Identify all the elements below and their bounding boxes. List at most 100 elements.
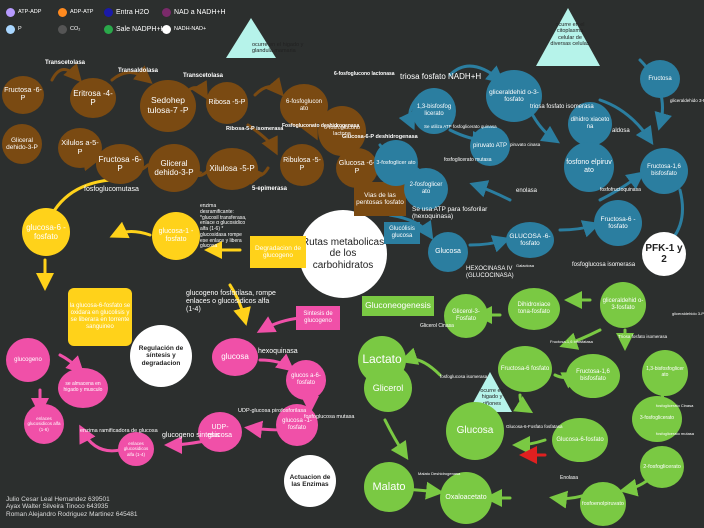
gluconeo-node: Dihidroxiace tona-fosfato <box>508 288 560 330</box>
gluconeo-node: Fructosa-1,6 bisfosfato <box>566 354 620 398</box>
pentose-node: Fructosa -6-P <box>96 144 144 184</box>
glycogen-synth-label: fosfoglucosa mutasa <box>304 414 355 420</box>
gluconeo-enzyme-label: gliceraldehido 3-P deshidrogenasa <box>672 311 704 316</box>
glycogen-synth-box: Sintesis de glucogeno <box>296 306 340 330</box>
glycogen-synth-node: glucosa -1-fosfato <box>276 404 318 446</box>
gluconeo-node: Glicerol <box>364 364 412 412</box>
glycogen-synth-node: enlaces glucosidicos alfa (1-6) <box>24 404 64 444</box>
glycogen-synth-label: glucogeno fosforilasa, rompe enlaces o g… <box>186 290 276 314</box>
glycolysis-enzyme-label: enolasa <box>516 188 538 194</box>
legend-label: NAD a NADH+H <box>174 9 226 16</box>
pentose-node: Gliceral dehido-3-P <box>2 124 42 164</box>
pentose-enzyme-label: Transcetolasa <box>183 73 224 79</box>
gluconeo-node: Glicerol-3-Fosfato <box>444 294 488 338</box>
pentose-node: Ribosa -5-P <box>206 82 248 124</box>
glycolysis-location-triangle <box>536 8 600 66</box>
pentose-node: Glucosa -6-P <box>336 148 378 188</box>
glycolysis-enzyme-label: triosa fosfato NADH+H <box>400 72 482 81</box>
glycolysis-node: Fructosa-6 -fosfato <box>594 200 642 246</box>
legend-swatch <box>162 25 171 34</box>
glycolysis-enzyme-label: Galactosa <box>516 263 535 268</box>
glycolysis-node: gliceraldehid o-3-fosfato <box>486 70 542 122</box>
glycolysis-node: 2-fosfoglicer ato <box>404 168 448 210</box>
pentose-node: Xilulosa -5-P <box>206 148 258 190</box>
pentose-node: Eritrosa -4-P <box>70 78 116 118</box>
pentose-enzyme-label: Fosfogluconato deshidrogenasa <box>282 123 360 129</box>
legend-swatch <box>6 25 15 34</box>
glycolysis-node: 1,3-bisfosfog licerato <box>412 88 456 134</box>
glycogen-info-box: la glucosa-6-fosfato se oxidara en gluco… <box>68 288 132 346</box>
pentose-location-triangle <box>226 18 276 58</box>
gluconeo-node: gliceraldehid o-3-fosfato <box>600 282 646 328</box>
glycolysis-box: Glucólisis glucosa <box>384 222 420 244</box>
gluconeo-node: Glucosa <box>446 402 504 460</box>
gluconeo-node: Malato <box>364 462 414 512</box>
legend-swatch <box>162 8 171 17</box>
gluconeo-node: 2-fosfoglicerato <box>640 446 684 488</box>
gluconeo-node: Glucosa-6-fosfato <box>552 418 608 462</box>
gluconeo-node: Fructosa-6 fosfato <box>498 346 552 392</box>
authors: Julio Cesar Leal Hernandez 639501 Ayax W… <box>6 496 138 518</box>
glycolysis-node: Glucosa <box>428 232 468 272</box>
enzymes-action-node: Actuacion de las Enzimas <box>284 455 336 507</box>
glycolysis-node: Fructosa <box>640 60 680 98</box>
gluconeo-enzyme-label: Fructosa-1,6 bifosfatasa <box>550 339 593 344</box>
legend-swatch <box>6 8 15 17</box>
gluconeo-enzyme-label: Glicerol Cinasa <box>420 323 454 329</box>
glycogen-synth-label: enzima ramificadora de glucosa <box>80 428 158 434</box>
glycolysis-enzyme-label: fosfofructoquinasa <box>600 187 641 193</box>
glycolysis-enzyme-label: piruvato cinasa <box>510 142 541 147</box>
gluconeo-node: Oxaloacetato <box>440 472 492 524</box>
pentose-node: Ribulosa -5-P <box>280 144 324 186</box>
glycogen-synth-node: UDP-glucosa <box>198 412 242 452</box>
glycogen-synth-label: glucogeno sintesis <box>162 432 220 439</box>
pentose-enzyme-label: Transaldolasa <box>118 68 159 74</box>
glycogen-synth-node: se almacena en higado y musculo <box>58 368 108 408</box>
pentose-enzyme-label: Ribosa-5-P isomerasa <box>226 126 284 132</box>
legend-label: NADH-NAD+ <box>174 26 207 32</box>
glycogen-synth-node: glucogeno <box>6 338 50 382</box>
gluconeo-enzyme-label: Enolasa <box>560 475 579 481</box>
gluconeo-enzyme-label: Triosa fosfato isomerasa <box>618 334 668 339</box>
legend-swatch <box>58 8 67 17</box>
glycolysis-enzyme-label: aldosa <box>612 128 630 134</box>
glycolysis-location-note: ocurre en el citoplasma celular de diver… <box>550 22 590 47</box>
glycolysis-node: dihidro xiaceto na <box>568 102 612 146</box>
glycolysis-enzyme-label: fosfoglucosa isomerasa <box>572 262 636 268</box>
glycolysis-node: GLUCOSA -6-fosfato <box>506 222 554 258</box>
legend-label: ADP-ATP <box>70 9 94 15</box>
pentose-enzyme-label: 5-epimerasa <box>252 186 288 192</box>
legend-label: CO₂ <box>70 26 81 32</box>
gluconeo-enzyme-label: Malato Deshidrogenasa <box>418 471 461 476</box>
glycogen-synth-node: glucos a-6-fosfato <box>286 360 326 400</box>
pentose-box: Vias de las pentosas fosfato <box>354 182 406 216</box>
legend-swatch <box>104 25 113 34</box>
gluconeo-enzyme-label: Glucosa-6-Fosfato fosfatasa <box>506 424 563 429</box>
degradation-box: Degradacion de glucogeno <box>250 236 306 268</box>
gluconeo-title-box: Gluconeogenesis <box>362 296 434 316</box>
pentose-node: Xilulos a-5-P <box>58 128 102 168</box>
glycogen-synth-node: glucosa <box>212 338 258 376</box>
pentose-location-note: ocurre en el higado y glandula mamaria <box>252 42 304 55</box>
glycolysis-enzyme-label: Se utiliza ATP fosfoglicerato quinasa <box>424 124 497 129</box>
glycolysis-enzyme-label: gliceraldehido 3-P <box>670 98 704 103</box>
regulation-node: Regulación de síntesis y degradacion <box>130 325 192 387</box>
glycolysis-enzyme-label: fosfoglicerato mutasa <box>444 157 492 163</box>
center-title-text: Rutas metabolicas de los carbohidratos <box>301 236 385 271</box>
gluconeo-enzyme-label: fosfoglicerato Cinasa <box>656 403 694 408</box>
gluconeo-enzyme-label: fosfoglucosa isomerasa <box>440 374 488 379</box>
pentose-node: Sedohep tulosa-7 -P <box>140 80 196 132</box>
pfk-node: PFK-1 y 2 <box>642 232 686 276</box>
glycolysis-node: piruvato ATP <box>470 126 510 166</box>
glycogen-node: glucosa-1 -fosfato <box>152 212 200 260</box>
pentose-node: Fructosa -6-P <box>2 76 44 114</box>
glycogen-node: glucosa-6 -fosfato <box>22 208 70 256</box>
gluconeo-node: 3-fosfoglicerato <box>632 396 682 442</box>
pentose-enzyme-label: 6-fosfoglucono lactonasa <box>334 71 395 77</box>
glycolysis-node: fosfono elpiruv ato <box>564 142 614 192</box>
gluconeo-enzyme-label: fosfoglicerato mutasa <box>656 431 695 436</box>
pentose-node: 6-fosfoglucono lactona <box>318 106 366 156</box>
glycogen-synth-label: UDP-glucosa pirofosforilasa <box>238 408 307 414</box>
legend-label: ATP-ADP <box>18 9 42 15</box>
legend-label: Entra H2O <box>116 9 150 16</box>
